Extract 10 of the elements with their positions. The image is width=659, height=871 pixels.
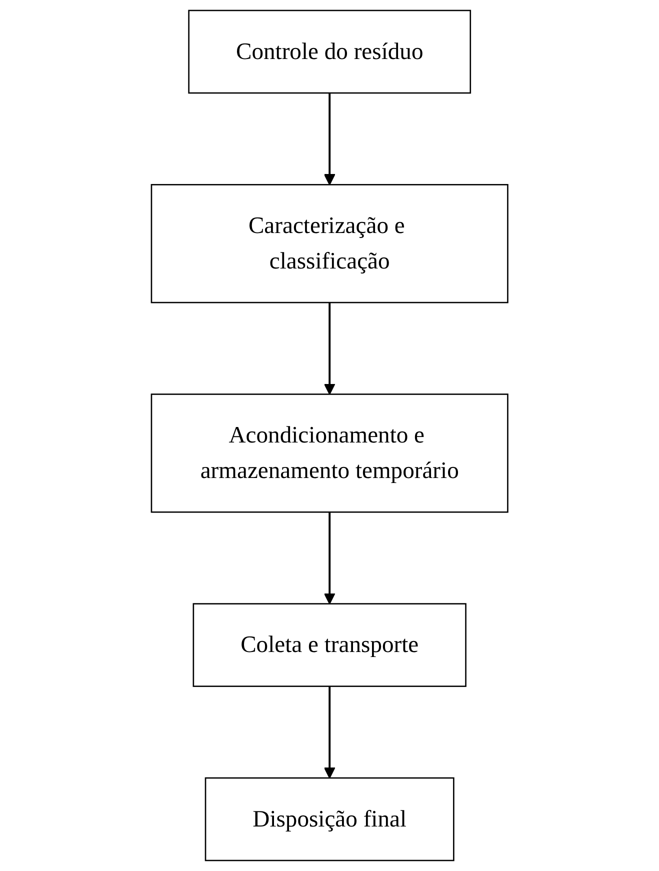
arrow bbox=[324, 302, 336, 395]
arrow bbox=[324, 512, 336, 604]
node-box bbox=[150, 394, 508, 513]
arrow bbox=[324, 686, 336, 779]
arrow bbox=[324, 93, 336, 186]
node-box bbox=[204, 777, 454, 862]
node-box bbox=[188, 10, 471, 94]
flowchart: Controle do resíduo Caracterização e classificação Acondicionamento e armazenamento temporário Coleta e transporte Disposição final bbox=[140, 0, 518, 871]
node-box bbox=[150, 184, 508, 304]
node-box bbox=[192, 603, 466, 687]
